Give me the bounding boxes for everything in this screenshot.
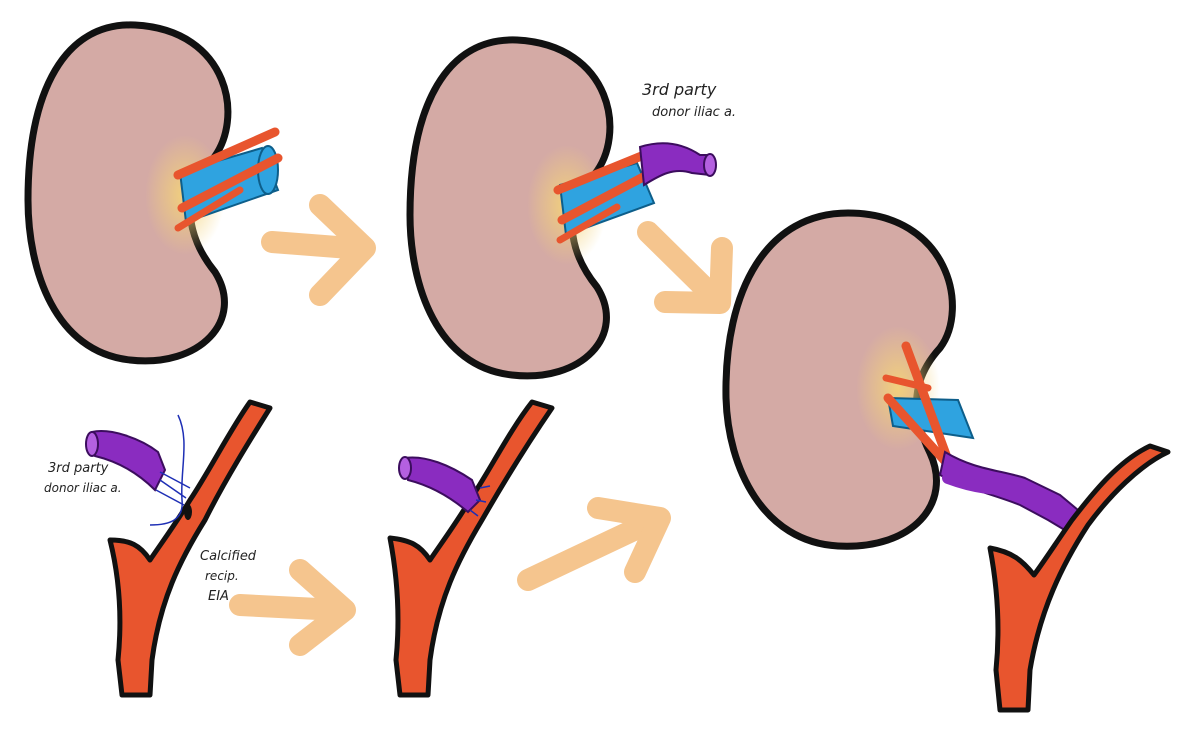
- arrow-3: [229, 559, 356, 656]
- arrow-4: [517, 497, 671, 591]
- renal-vessels-1: [173, 127, 283, 232]
- label-third-party-bottom-line2: donor iliac a.: [44, 481, 122, 495]
- graft-detached: [85, 414, 191, 526]
- graft-on-kidney-2: [638, 142, 717, 187]
- label-third-party-top: 3rd party donor iliac a.: [642, 80, 736, 120]
- label-calcified-line1: Calcified: [200, 549, 257, 564]
- kidney-2: [410, 40, 717, 376]
- iliac-artery-2: [387, 399, 555, 698]
- renal-vessels-2: [553, 150, 656, 244]
- label-third-party-bottom-line1: 3rd party: [48, 461, 109, 476]
- arrow-1: [261, 194, 376, 306]
- label-calcified: Calcified recip. EIA: [200, 549, 257, 604]
- iliac-artery-1: [107, 399, 273, 698]
- kidney-3: [722, 209, 975, 550]
- arrow-2: [637, 221, 733, 314]
- calcified-spot: [184, 504, 192, 520]
- label-calcified-line2: recip.: [205, 569, 239, 583]
- label-calcified-line3: EIA: [208, 589, 229, 604]
- label-third-party-bottom: 3rd party donor iliac a.: [44, 461, 122, 495]
- renal-vessels-3: [882, 341, 975, 475]
- graft-anastomosed: [398, 456, 491, 517]
- label-third-party-top-line1: 3rd party: [642, 80, 717, 99]
- kidney-1: [28, 25, 283, 361]
- label-third-party-top-line2: donor iliac a.: [652, 105, 736, 120]
- iliac-artery-3: [987, 443, 1171, 713]
